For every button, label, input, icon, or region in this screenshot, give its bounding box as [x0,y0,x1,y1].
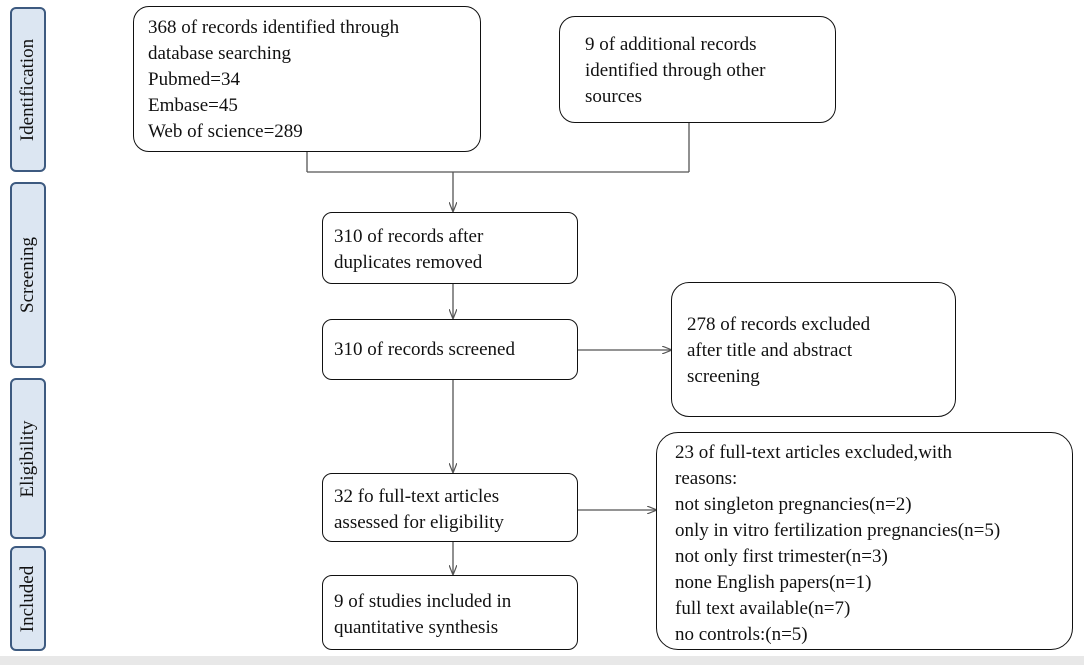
box-line: Web of science=289 [148,121,303,142]
box-excluded-title-abstract: 278 of records excluded after title and … [671,282,956,417]
box-line: 310 of records screened [334,339,515,360]
box-line: no controls:(n=5) [675,624,808,645]
phase-included: Included [10,546,46,651]
box-line: identified through other [585,60,766,81]
box-line: screening [687,366,760,387]
box-line: full text available(n=7) [675,598,851,619]
box-full-text-assessed: 32 fo full-text articles assessed for el… [322,473,578,542]
bottom-rule [0,656,1084,665]
box-line: database searching [148,43,291,64]
box-line: 310 of records after [334,226,484,247]
box-line: not only first trimester(n=3) [675,546,888,567]
box-line: sources [585,86,642,107]
box-line: not singleton pregnancies(n=2) [675,494,912,515]
box-line: 23 of full-text articles excluded,with [675,442,952,463]
box-full-text-excluded: 23 of full-text articles excluded,with r… [656,432,1073,650]
box-line: Embase=45 [148,95,238,116]
phase-screening: Screening [10,182,46,368]
box-line: duplicates removed [334,252,483,273]
box-database-records: 368 of records identified through databa… [133,6,481,152]
box-line: after title and abstract [687,340,853,361]
box-line: 9 of studies included in [334,591,512,612]
box-line: assessed for eligibility [334,512,504,533]
box-line: none English papers(n=1) [675,572,872,593]
box-after-duplicates: 310 of records after duplicates removed [322,212,578,284]
phase-eligibility: Eligibility [10,378,46,539]
box-included-studies: 9 of studies included in quantitative sy… [322,575,578,650]
box-line: 368 of records identified through [148,17,400,38]
box-line: 9 of additional records [585,34,757,55]
box-line: Pubmed=34 [148,69,240,90]
phase-identification: Identification [10,7,46,172]
box-line: only in vitro fertilization pregnancies(… [675,520,1001,541]
box-line: quantitative synthesis [334,617,499,638]
box-line: 278 of records excluded [687,314,871,335]
box-screened: 310 of records screened [322,319,578,380]
box-line: 32 fo full-text articles [334,486,500,507]
box-additional-records: 9 of additional records identified throu… [559,16,836,123]
box-line: reasons: [675,468,738,489]
